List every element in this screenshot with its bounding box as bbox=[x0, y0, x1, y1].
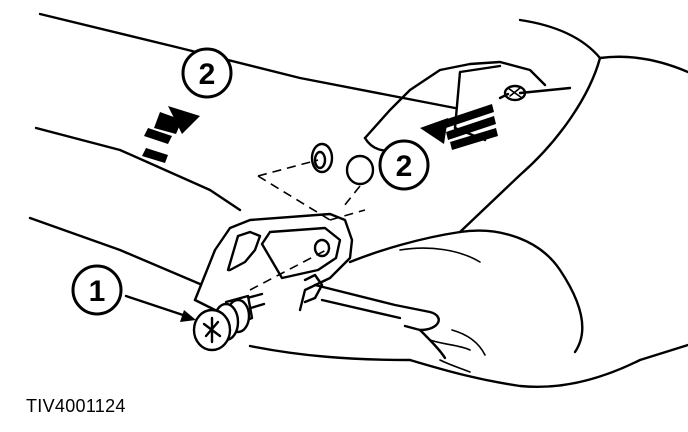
padding-folds bbox=[399, 247, 486, 373]
figure-id: TIV4001124 bbox=[26, 396, 126, 416]
pivot-holes bbox=[310, 142, 375, 186]
alignment-guide bbox=[249, 159, 366, 291]
callout-1: 1 bbox=[71, 264, 123, 316]
callout-2-center-label: 2 bbox=[396, 150, 413, 183]
callout-2-upper: 2 bbox=[181, 47, 233, 99]
callout-1-label: 1 bbox=[89, 275, 106, 308]
arrow-up-left bbox=[142, 106, 200, 163]
housing-outline bbox=[28, 12, 688, 389]
arrow-down-left bbox=[420, 104, 498, 150]
bolt-part bbox=[192, 292, 266, 352]
upper-bracket bbox=[363, 60, 547, 152]
callout-2-upper-label: 2 bbox=[199, 58, 216, 91]
callout-2-center: 2 bbox=[378, 139, 430, 191]
leader-line-1 bbox=[124, 294, 196, 322]
leader-line-upper bbox=[518, 86, 572, 95]
lower-bracket bbox=[193, 212, 447, 360]
